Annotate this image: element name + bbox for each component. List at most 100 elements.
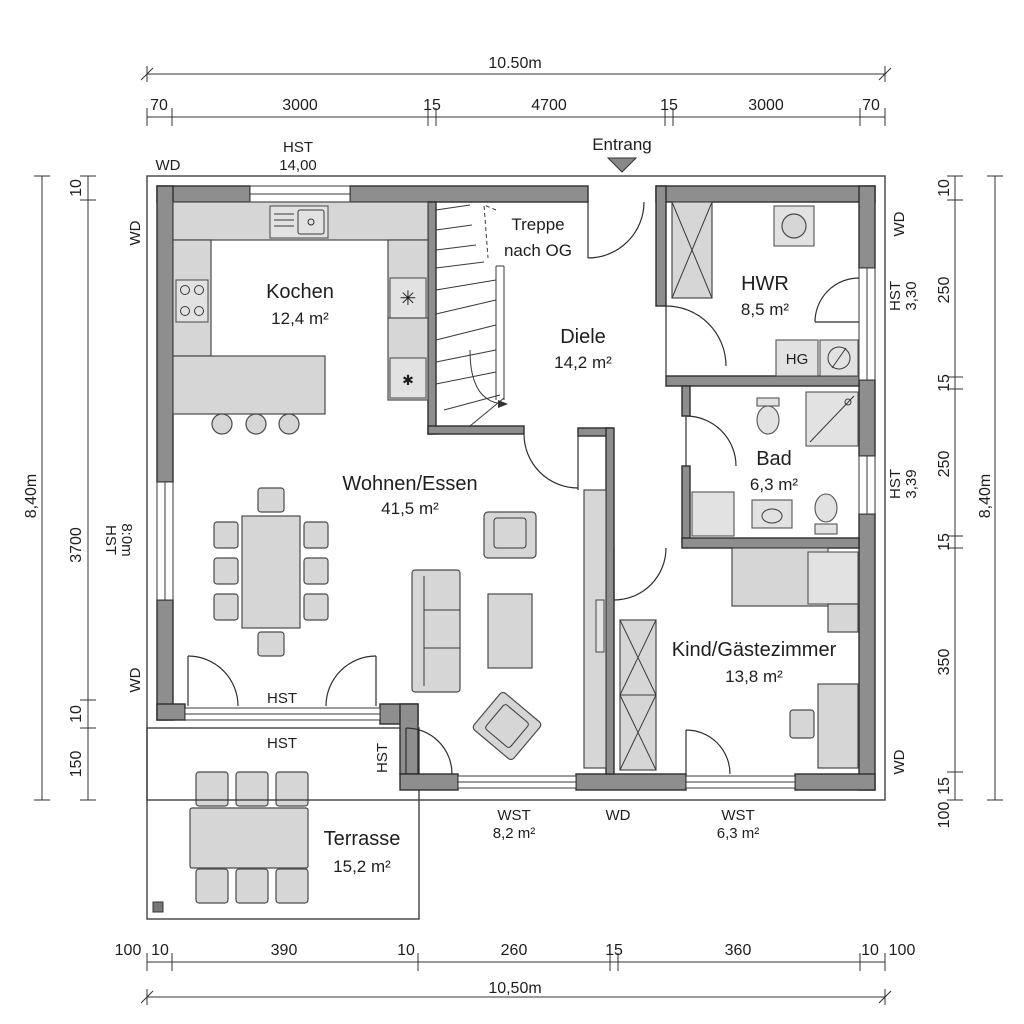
label-hst-size: 3,30: [903, 281, 920, 310]
coffee-table: [487, 593, 533, 669]
desk-chair: [789, 709, 815, 739]
dim-left-seg: 10: [68, 705, 85, 723]
dim-top-seg: 3000: [282, 97, 318, 114]
opening-labels: WD HST 14,00 WD WD 8:0m HST HST HST HST …: [102, 139, 920, 842]
dining-furniture: [213, 487, 329, 657]
room-hwr-area: 8,5 m²: [741, 300, 790, 319]
label-hst: HST: [267, 735, 297, 752]
label-hst: HST: [283, 139, 313, 156]
label-wst-area: 8,2 m²: [493, 825, 536, 842]
dim-bottom-seg: 360: [725, 942, 752, 959]
label-treppe-og: nach OG: [504, 241, 572, 260]
dim-bottom-seg: 10: [397, 942, 415, 959]
sink: [269, 205, 329, 239]
kitchen-furniture: ✳ ✱: [172, 201, 429, 435]
armchair-rotated: [472, 691, 542, 761]
hg-box: [775, 339, 819, 377]
label-wd: WD: [891, 749, 908, 774]
room-terrasse-area: 15,2 m²: [333, 857, 391, 876]
staircase: [435, 204, 508, 427]
room-bad-name: Bad: [756, 448, 792, 470]
windows: [156, 185, 876, 789]
label-wd: WD: [127, 667, 144, 692]
label-wst-area: 6,3 m²: [717, 825, 760, 842]
label-hst: HST: [267, 690, 297, 707]
label-hg: HG: [786, 351, 809, 368]
dim-right-seg: 15: [936, 533, 953, 551]
room-diele-name: Diele: [560, 326, 606, 348]
kid-room-furniture: [619, 547, 859, 771]
room-kind-name: Kind/Gästezimmer: [672, 639, 837, 661]
hwr-furniture: HG: [671, 201, 859, 377]
svg-text:✱: ✱: [402, 372, 414, 388]
label-wd: WD: [156, 157, 181, 174]
bathroom-furniture: [691, 391, 859, 537]
dim-bottom-seg: 10: [151, 942, 169, 959]
terrace-area: [146, 727, 420, 920]
dim-top-total: 10.50m: [488, 55, 541, 72]
dim-right-seg: 100: [936, 802, 953, 829]
label-hst-size: 3,39: [903, 469, 920, 498]
desk: [817, 683, 859, 769]
dim-top-seg: 70: [862, 97, 880, 114]
label-treppe: Treppe: [511, 215, 564, 234]
room-wohnen-area: 41,5 m²: [381, 499, 439, 518]
label-wst: WST: [721, 807, 754, 824]
sofa: [411, 569, 461, 693]
dim-bottom-seg: 100: [889, 942, 916, 959]
label-wd: WD: [606, 807, 631, 824]
room-kochen-area: 12,4 m²: [271, 309, 329, 328]
dim-right-total: 8,40m: [977, 474, 994, 518]
doors: [187, 157, 860, 775]
dim-right-seg: 15: [936, 777, 953, 795]
toilet: [756, 405, 780, 435]
room-diele-area: 14,2 m²: [554, 353, 612, 372]
label-wd: WD: [127, 220, 144, 245]
dim-bottom-seg: 390: [271, 942, 298, 959]
living-furniture: [411, 489, 607, 769]
room-kochen-name: Kochen: [266, 281, 334, 303]
dim-top-seg: 3000: [748, 97, 784, 114]
room-kind-area: 13,8 m²: [725, 667, 783, 686]
washbasin: [751, 499, 793, 529]
label-hst: HST: [374, 743, 391, 773]
label-wd: WD: [891, 211, 908, 236]
label-hst: HST: [887, 281, 904, 311]
stove: [175, 279, 209, 323]
label-left-window: 8:0m: [118, 523, 135, 556]
dim-left-seg: 150: [68, 751, 85, 778]
dim-left-seg: 10: [68, 179, 85, 197]
dim-right-seg: 250: [936, 451, 953, 478]
dim-bottom-seg: 15: [605, 942, 623, 959]
dim-right-seg: 350: [936, 649, 953, 676]
dim-top-seg: 4700: [531, 97, 567, 114]
dimension-texts: 10.50m 70 3000 15 4700 15 3000 70 100 10…: [23, 55, 994, 997]
dim-bottom-total: 10,50m: [488, 980, 541, 997]
label-hst-size: 14,00: [279, 157, 317, 174]
dimension-lines: [34, 66, 1003, 1005]
dining-table: [241, 515, 301, 629]
dim-bottom-seg: 260: [501, 942, 528, 959]
dim-bottom-seg: 10: [861, 942, 879, 959]
dim-right-seg: 15: [936, 374, 953, 392]
armchair: [483, 511, 537, 559]
label-left-window-type: HST: [102, 525, 119, 555]
dim-bottom-seg: 100: [115, 942, 142, 959]
label-entrance: Entrang: [592, 135, 652, 154]
room-terrasse-name: Terrasse: [324, 828, 401, 850]
room-hwr-name: HWR: [741, 273, 789, 295]
dim-left-total: 8,40m: [23, 474, 40, 518]
dim-right-seg: 10: [936, 179, 953, 197]
label-hst: HST: [887, 469, 904, 499]
dim-top-seg: 70: [150, 97, 168, 114]
room-bad-area: 6,3 m²: [750, 475, 799, 494]
label-wst: WST: [497, 807, 530, 824]
room-labels: Kochen 12,4 m² Diele 14,2 m² HWR 8,5 m² …: [266, 135, 837, 876]
room-wohnen-name: Wohnen/Essen: [342, 473, 477, 495]
dim-top-seg: 15: [660, 97, 678, 114]
dim-right-seg: 250: [936, 277, 953, 304]
terrace-table: [189, 807, 309, 869]
dim-top-seg: 15: [423, 97, 441, 114]
dim-left-seg: 3700: [68, 527, 85, 563]
